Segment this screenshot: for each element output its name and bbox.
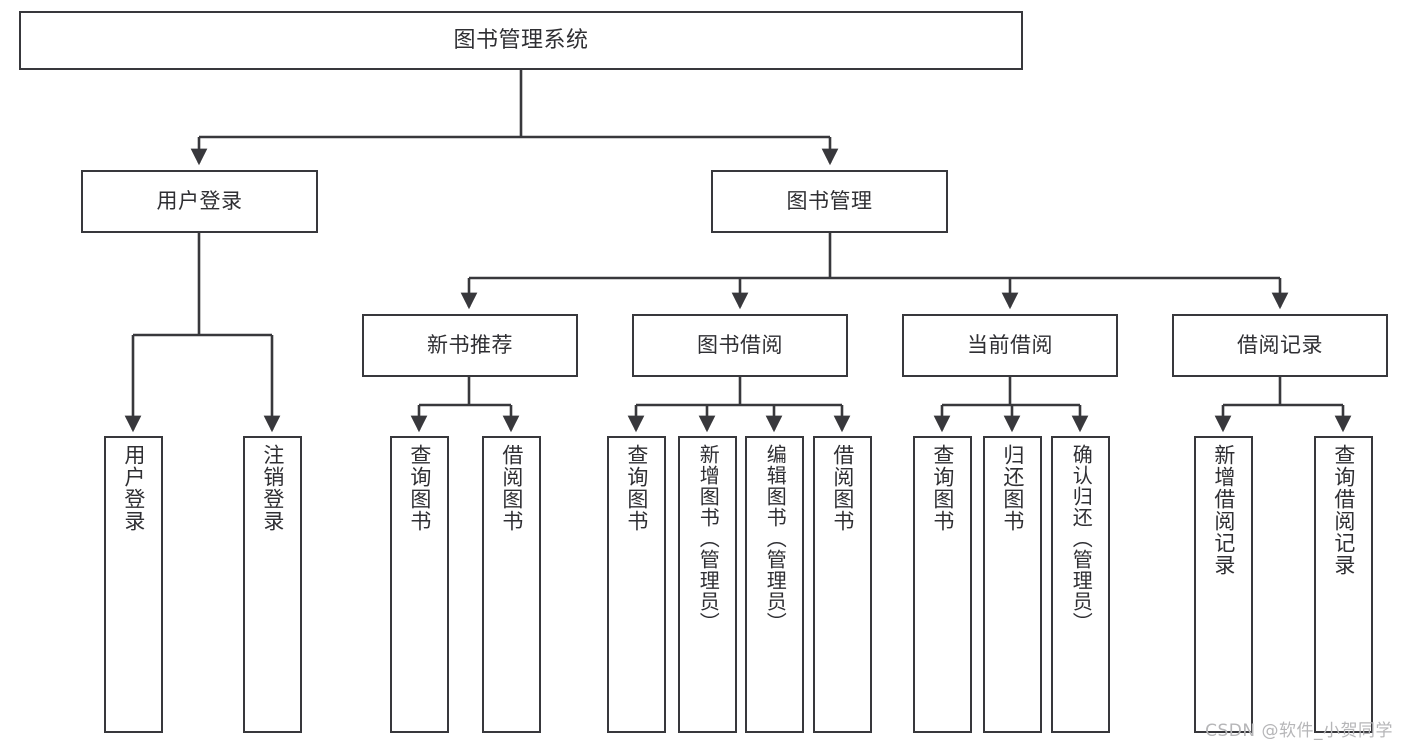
- node-new-book-recommend[interactable]: 新书推荐: [362, 314, 578, 377]
- node-label: 归还图书: [1000, 444, 1025, 532]
- node-label: 新增借阅记录: [1211, 444, 1236, 576]
- leaf-recommend-borrow-book[interactable]: 借阅图书: [482, 436, 541, 733]
- node-label: 图书管理: [786, 189, 873, 214]
- node-label: 图书管理系统: [453, 27, 589, 53]
- node-label: 新书推荐: [427, 333, 513, 358]
- node-book-borrow[interactable]: 图书借阅: [632, 314, 848, 377]
- node-label: 当前借阅: [967, 333, 1053, 358]
- node-label: 图书借阅: [697, 333, 783, 358]
- watermark-text: CSDN @软件_小贺同学: [1205, 721, 1393, 741]
- node-borrow-record[interactable]: 借阅记录: [1172, 314, 1388, 377]
- node-root-book-management-system[interactable]: 图书管理系统: [19, 11, 1023, 70]
- node-label: 借阅图书: [830, 444, 855, 532]
- node-current-borrow[interactable]: 当前借阅: [902, 314, 1118, 377]
- node-label: 用户登录: [156, 189, 243, 214]
- leaf-user-logout[interactable]: 注销登录: [243, 436, 302, 733]
- node-book-management[interactable]: 图书管理: [711, 170, 948, 233]
- node-label: 编辑图书（管理员）: [763, 444, 788, 633]
- node-label: 注销登录: [260, 444, 285, 532]
- leaf-borrow-query-book[interactable]: 查询图书: [607, 436, 666, 733]
- node-label: 查询借阅记录: [1331, 444, 1356, 576]
- node-label: 查询图书: [407, 444, 432, 532]
- node-label: 借阅图书: [499, 444, 524, 532]
- node-label: 查询图书: [624, 444, 649, 532]
- leaf-current-confirm-return-admin[interactable]: 确认归还（管理员）: [1051, 436, 1110, 733]
- node-label: 查询图书: [930, 444, 955, 532]
- leaf-user-login[interactable]: 用户登录: [104, 436, 163, 733]
- leaf-record-add-borrow-record[interactable]: 新增借阅记录: [1194, 436, 1253, 733]
- leaf-borrow-add-book-admin[interactable]: 新增图书（管理员）: [678, 436, 737, 733]
- leaf-current-query-book[interactable]: 查询图书: [913, 436, 972, 733]
- leaf-borrow-edit-book-admin[interactable]: 编辑图书（管理员）: [745, 436, 804, 733]
- leaf-current-return-book[interactable]: 归还图书: [983, 436, 1042, 733]
- node-label: 确认归还（管理员）: [1069, 444, 1094, 633]
- node-user-login[interactable]: 用户登录: [81, 170, 318, 233]
- node-label: 借阅记录: [1237, 333, 1323, 358]
- node-label: 新增图书（管理员）: [696, 444, 721, 633]
- leaf-borrow-borrow-book[interactable]: 借阅图书: [813, 436, 872, 733]
- leaf-recommend-query-book[interactable]: 查询图书: [390, 436, 449, 733]
- node-label: 用户登录: [121, 444, 146, 532]
- leaf-record-query-borrow-record[interactable]: 查询借阅记录: [1314, 436, 1373, 733]
